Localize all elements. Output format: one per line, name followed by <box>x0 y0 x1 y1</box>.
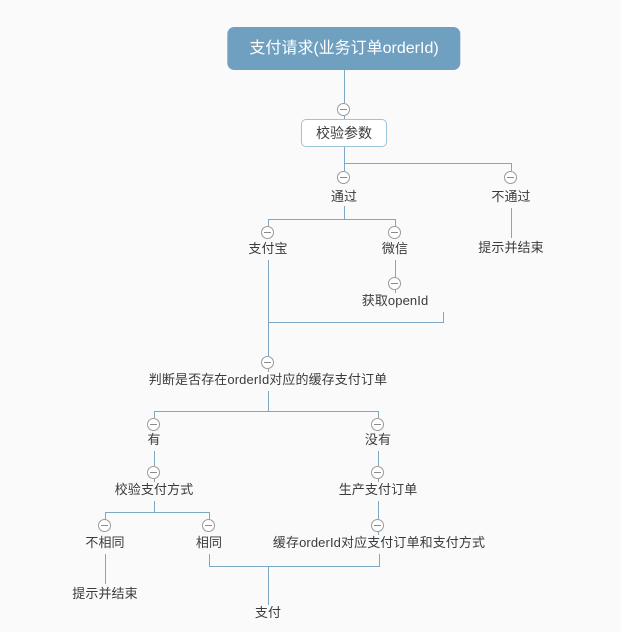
connector-verify-branch-bar <box>105 512 210 513</box>
connector-bar-to-notsame <box>105 512 106 519</box>
node-validate-params[interactable]: 校验参数 <box>301 119 387 147</box>
toggle-no-cache-icon[interactable] <box>371 418 384 431</box>
connector-toggle-to-openid <box>395 290 396 293</box>
connector-bar-to-fail <box>511 163 512 171</box>
toggle-validate-params-icon[interactable] <box>337 103 350 116</box>
connector-cachecheck-branch-bar <box>154 411 379 412</box>
node-payment-request[interactable]: 支付请求(业务订单orderId) <box>227 27 461 70</box>
connector-bar-to-same <box>209 512 210 519</box>
node-fail-end[interactable]: 提示并结束 <box>478 240 544 255</box>
toggle-pass-icon[interactable] <box>337 171 350 184</box>
connector-alipay-down <box>268 260 269 322</box>
connector-toggle-to-verify <box>154 479 155 482</box>
node-not-same[interactable]: 不相同 <box>85 535 125 550</box>
node-fail[interactable]: 不通过 <box>491 189 531 204</box>
toggle-create-pay-order-icon[interactable] <box>371 466 384 479</box>
connector-bar-to-pass <box>344 163 345 171</box>
connector-cacheorder-down <box>379 554 380 566</box>
toggle-has-cache-icon[interactable] <box>147 418 160 431</box>
connector-toggle-to-cachecheck <box>268 369 269 372</box>
toggle-get-openid-icon[interactable] <box>388 277 401 290</box>
connector-hascache-down <box>154 451 155 466</box>
connector-pass-down <box>344 206 345 219</box>
connector-validate-down <box>344 147 345 163</box>
node-same[interactable]: 相同 <box>195 535 223 550</box>
node-pay[interactable]: 支付 <box>254 605 282 620</box>
toggle-same-icon[interactable] <box>202 519 215 532</box>
connector-cachecheck-down <box>268 391 269 411</box>
connector-toggle-to-cacheorder <box>378 532 379 535</box>
connector-validate-branch-bar <box>344 163 512 164</box>
connector-bar-to-alipay <box>268 219 269 226</box>
node-has-cache[interactable]: 有 <box>147 432 161 447</box>
node-create-pay-order[interactable]: 生产支付订单 <box>338 482 418 497</box>
node-alipay[interactable]: 支付宝 <box>248 241 288 256</box>
connector-openid-down <box>443 312 444 322</box>
node-check-cache-order[interactable]: 判断是否存在orderId对应的缓存支付订单 <box>148 372 388 387</box>
connector-pass-branch-bar <box>268 219 396 220</box>
connector-createorder-down <box>378 501 379 519</box>
toggle-verify-pay-method-icon[interactable] <box>147 466 160 479</box>
connector-toggle-to-createorder <box>378 479 379 482</box>
toggle-fail-icon[interactable] <box>504 171 517 184</box>
connector-verify-down <box>154 501 155 512</box>
connector-toggle-to-validate <box>344 116 345 119</box>
node-no-cache[interactable]: 没有 <box>364 432 392 447</box>
connector-merge-to-cachecheck <box>268 322 269 356</box>
toggle-alipay-icon[interactable] <box>261 226 274 239</box>
toggle-cache-order-method-icon[interactable] <box>371 519 384 532</box>
connector-wechat-down <box>395 260 396 277</box>
toggle-check-cache-order-icon[interactable] <box>261 356 274 369</box>
node-verify-pay-method[interactable]: 校验支付方式 <box>114 482 194 497</box>
connector-same-down <box>209 554 210 566</box>
node-cache-order-method[interactable]: 缓存orderId对应支付订单和支付方式 <box>272 535 486 550</box>
toggle-not-same-icon[interactable] <box>98 519 111 532</box>
connector-fail-to-end <box>511 208 512 238</box>
node-pass[interactable]: 通过 <box>330 189 358 204</box>
connector-nocache-down <box>378 451 379 466</box>
connector-bar-to-no-cache <box>378 411 379 418</box>
connector-notsame-to-end <box>105 554 106 584</box>
node-get-openid[interactable]: 获取openId <box>361 293 429 308</box>
connector-merge-bar-pay <box>209 566 380 567</box>
connector-bar-to-has-cache <box>154 411 155 418</box>
node-not-same-end[interactable]: 提示并结束 <box>72 586 138 601</box>
connector-root-to-validate <box>344 70 345 103</box>
node-wechat[interactable]: 微信 <box>381 241 409 256</box>
connector-bar-to-wechat <box>395 219 396 226</box>
connector-merge-to-pay <box>268 566 269 605</box>
connector-merge-bar-cachecheck <box>268 322 444 323</box>
toggle-wechat-icon[interactable] <box>388 226 401 239</box>
